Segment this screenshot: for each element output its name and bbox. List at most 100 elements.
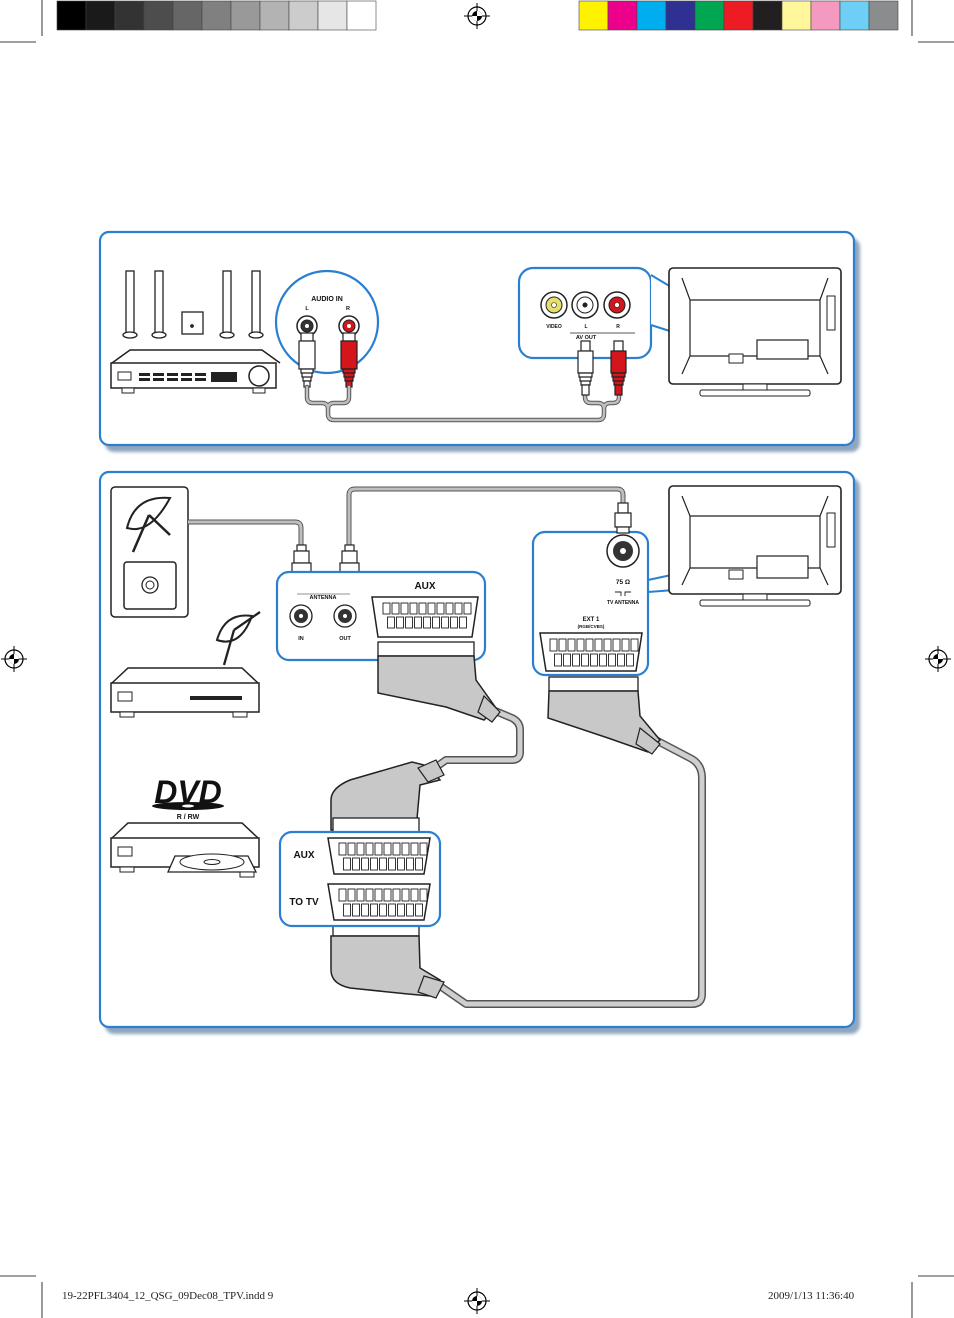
- color-swatch-7: [781, 0, 812, 31]
- scart-pin: [554, 653, 562, 667]
- footer-file-name: 19-22PFL3404_12_QSG_09Dec08_TPV.indd 9: [62, 1290, 274, 1302]
- scart-pin: [400, 602, 409, 615]
- scart-pin: [379, 903, 387, 917]
- scart-pin: [379, 857, 387, 871]
- scart-pin: [356, 888, 365, 902]
- scart-pin: [419, 888, 428, 902]
- dvd-recorder-icon: [110, 822, 260, 878]
- registration-mark-top: [464, 3, 490, 29]
- av-out-label: AV OUT: [576, 335, 597, 341]
- scart-pin: [445, 602, 454, 615]
- recorder-aux-label: AUX: [414, 581, 435, 592]
- gray-swatch-1: [85, 0, 116, 31]
- scart-pin: [383, 888, 392, 902]
- grayscale-calibration-bar: [56, 0, 377, 31]
- scart-pin: [391, 602, 400, 615]
- scart-pin: [397, 903, 405, 917]
- color-swatch-10: [868, 0, 899, 31]
- scart-pin: [415, 857, 423, 871]
- scart-pin: [418, 602, 427, 615]
- scart-pin: [414, 616, 422, 629]
- satellite-receiver-icon: [110, 611, 261, 718]
- scart-socket-dvd-to-tv: [338, 888, 428, 917]
- dvd-sub-label: R / RW: [177, 814, 200, 821]
- scart-pin: [401, 888, 410, 902]
- scart-pin: [338, 842, 347, 856]
- dvd-logo: DVD R / RW: [152, 774, 224, 821]
- scart-pin: [410, 842, 419, 856]
- scart-socket-recorder: [382, 602, 472, 629]
- coax-plug-tv: [614, 502, 632, 534]
- antenna-label: ANTENNA: [310, 595, 337, 601]
- antenna-out-label: OUT: [339, 636, 351, 642]
- scart-pin: [558, 638, 567, 652]
- scart-cable-recorder-to-dvd: [330, 641, 524, 833]
- color-swatch-6: [752, 0, 783, 31]
- scart-pin: [563, 653, 571, 667]
- color-swatch-3: [665, 0, 696, 31]
- scart-pin: [397, 857, 405, 871]
- dvd-recorder-aux-callout: AUX TO TV: [278, 830, 442, 928]
- color-swatch-4: [694, 0, 725, 31]
- scart-pin: [382, 602, 391, 615]
- scart-pin: [387, 616, 395, 629]
- video-label: VIDEO: [546, 324, 562, 330]
- gray-swatch-9: [317, 0, 348, 31]
- scart-pin: [401, 842, 410, 856]
- ohm-label: 75 Ω: [616, 579, 630, 586]
- audio-cable-core: [305, 385, 621, 422]
- scart-pin: [374, 888, 383, 902]
- gray-swatch-8: [288, 0, 319, 31]
- scart-pin: [454, 602, 463, 615]
- scart-pin: [361, 857, 369, 871]
- speakers-icon: [122, 270, 264, 339]
- scart-pin: [576, 638, 585, 652]
- scart-pin: [388, 903, 396, 917]
- scart-pin: [441, 616, 449, 629]
- scart-pin: [459, 616, 467, 629]
- gray-swatch-3: [143, 0, 174, 31]
- scart-pin: [621, 638, 630, 652]
- scart-pin: [423, 616, 431, 629]
- gray-swatch-5: [201, 0, 232, 31]
- scart-pin: [409, 602, 418, 615]
- scart-pin: [572, 653, 580, 667]
- scart-pin: [415, 903, 423, 917]
- audio-in-r-label: R: [346, 306, 350, 312]
- registration-mark-bottom: [464, 1288, 490, 1314]
- scart-pin: [406, 903, 414, 917]
- ext1-sub-label: (RGB/CVBS): [578, 624, 605, 629]
- scart-pin: [432, 616, 440, 629]
- audio-in-callout: AUDIO IN L R: [274, 269, 380, 375]
- scart-pin: [463, 602, 472, 615]
- color-swatch-8: [810, 0, 841, 31]
- tv-rear-icon: [668, 267, 842, 397]
- color-calibration-bar: [578, 0, 899, 31]
- registration-mark-right: [925, 646, 951, 672]
- scart-pin: [590, 653, 598, 667]
- scart-pin: [383, 842, 392, 856]
- scart-pin: [406, 857, 414, 871]
- registration-mark-left: [1, 646, 27, 672]
- audio-in-label: AUDIO IN: [311, 296, 343, 303]
- gray-swatch-10: [346, 0, 377, 31]
- antenna-in-label: IN: [298, 636, 304, 642]
- scart-socket-dvd-aux: [338, 842, 428, 871]
- scart-pin: [374, 842, 383, 856]
- audio-connection-panel: AUDIO IN L R: [98, 230, 857, 449]
- scart-pin: [343, 857, 351, 871]
- dvd-aux-label: AUX: [293, 850, 314, 861]
- gray-swatch-2: [114, 0, 145, 31]
- scart-pin: [365, 888, 374, 902]
- scart-pin: [396, 616, 404, 629]
- scart-pin: [343, 903, 351, 917]
- color-swatch-0: [578, 0, 609, 31]
- scart-pin: [347, 842, 356, 856]
- color-swatch-1: [607, 0, 638, 31]
- rca-plug-white-av: [577, 340, 594, 396]
- gray-swatch-0: [56, 0, 87, 31]
- gray-swatch-4: [172, 0, 203, 31]
- scart-pin: [361, 903, 369, 917]
- ext1-label: EXT 1: [583, 617, 600, 623]
